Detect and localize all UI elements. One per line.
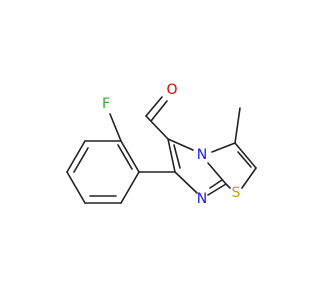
bond-c2-s1 (241, 167, 257, 189)
bond-c7a-n4 (207, 162, 227, 185)
bond-c3-c2 (234, 142, 257, 169)
bond-ar6-ar1 (120, 171, 140, 204)
bond-cho-o-2 (150, 100, 168, 122)
bond-c3-c2-inner (237, 151, 252, 168)
atom-labels: O F N N S (102, 82, 241, 207)
bond-c3-methyl (234, 107, 241, 144)
bond-cho-c5 (145, 115, 169, 140)
atom-label-nitrogen-ring: N (197, 191, 207, 207)
bond-n4-c3 (211, 142, 236, 153)
atom-label-oxygen: O (166, 82, 177, 98)
bond-ar3-ar4 (66, 140, 86, 173)
bond-c6-n7 (174, 171, 198, 194)
molecule-structure: O F N N S (66, 82, 257, 207)
atom-label-sulfur: S (232, 185, 241, 201)
bond-ar1-ar2-inner (117, 144, 133, 170)
bond-ar1-ar2 (120, 140, 140, 173)
bond-n7-c7a (207, 183, 227, 196)
bond-s1-c7a (225, 183, 231, 189)
bond-ar2-f (109, 113, 122, 142)
bonds (66, 96, 257, 204)
bond-n7-c7a-inner (209, 179, 223, 189)
atom-label-fluorine: F (102, 96, 110, 112)
bond-ar4-ar5 (66, 171, 86, 204)
bond-c5-c6 (167, 138, 176, 173)
bond-c5-c6-inner (173, 144, 181, 169)
atom-label-nitrogen-bridge: N (197, 147, 207, 163)
bond-cho-o-1 (145, 96, 163, 117)
bond-c5-n4 (167, 138, 194, 151)
bond-ar3-ar4-inner (73, 147, 89, 173)
